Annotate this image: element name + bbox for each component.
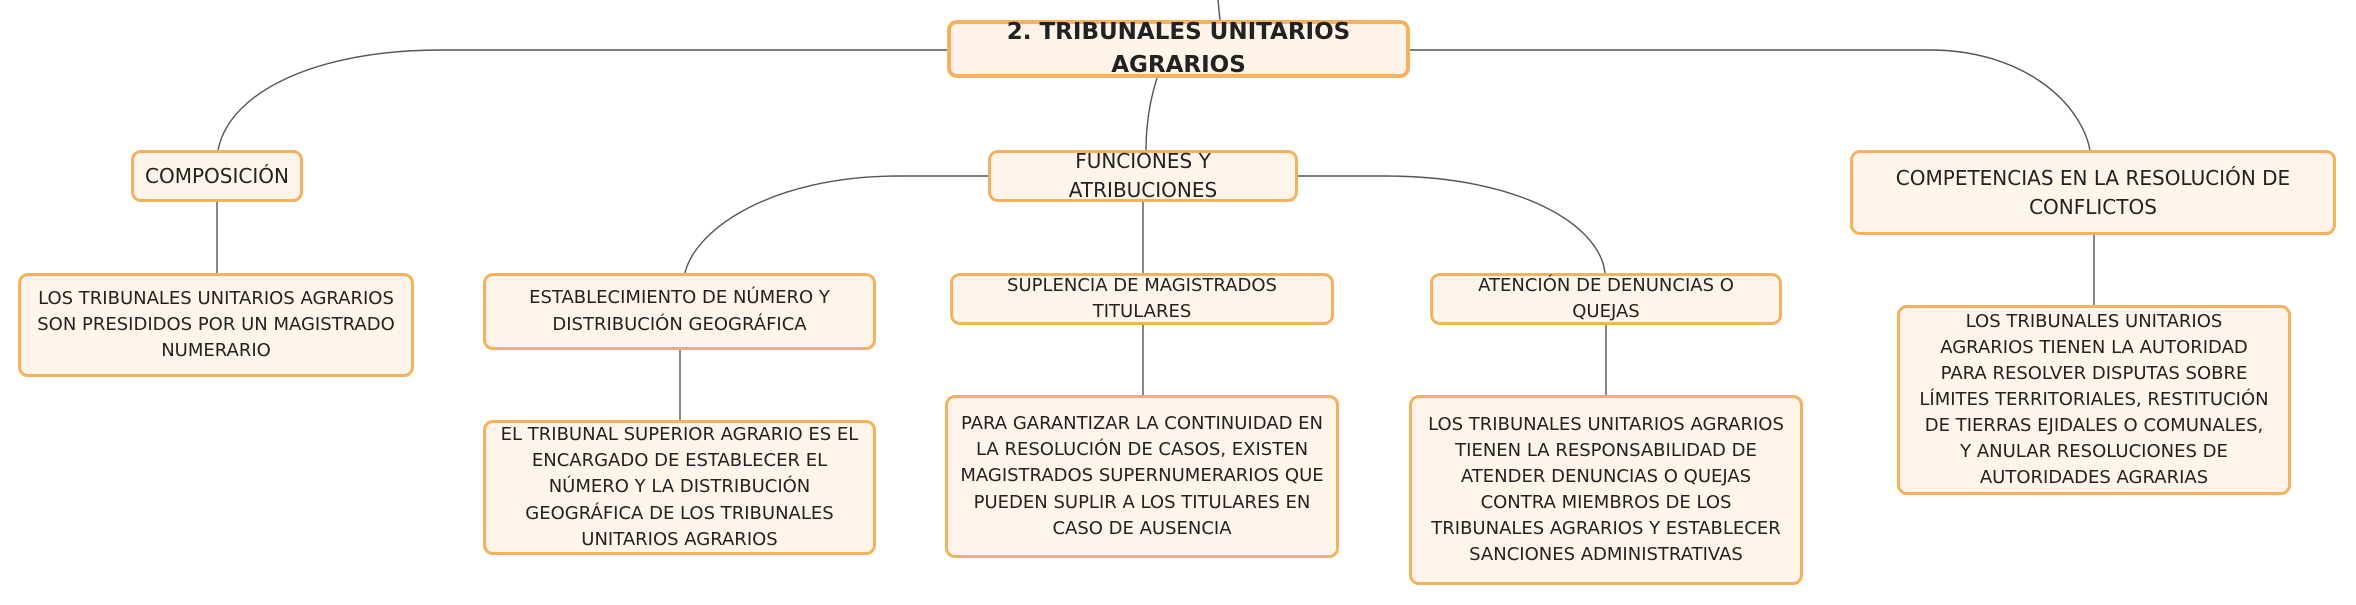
node-composicion[interactable]: COMPOSICIÓN	[131, 150, 303, 202]
root-label: 2. TRIBUNALES UNITARIOS AGRARIOS	[1006, 18, 1351, 78]
detail-composicion[interactable]: LOS TRIBUNALES UNITARIOS AGRARIOS SON PR…	[18, 273, 414, 377]
link-root-funciones	[1145, 77, 1158, 151]
node-atencion-label: ATENCIÓN DE DENUNCIAS O QUEJAS	[1478, 274, 1734, 322]
detail-competencias[interactable]: LOS TRIBUNALES UNITARIOS AGRARIOS TIENEN…	[1897, 305, 2291, 495]
detail-suplencia[interactable]: PARA GARANTIZAR LA CONTINUIDAD EN LA RES…	[945, 395, 1339, 558]
node-funciones[interactable]: FUNCIONES Y ATRIBUCIONES	[988, 149, 1298, 202]
root-node[interactable]: 2. TRIBUNALES UNITARIOS AGRARIOS	[947, 19, 1410, 78]
detail-suplencia-text: PARA GARANTIZAR LA CONTINUIDAD EN LA RES…	[960, 413, 1324, 539]
node-establecimiento-label: ESTABLECIMIENTO DE NÚMERO Y DISTRIBUCIÓN…	[529, 287, 830, 335]
detail-establecimiento[interactable]: EL TRIBUNAL SUPERIOR AGRARIO ES EL ENCAR…	[483, 420, 876, 555]
node-competencias-label: COMPETENCIAS EN LA RESOLUCIÓN DE CONFLIC…	[1895, 165, 2291, 219]
link-funciones-atencion	[1298, 175, 1606, 274]
node-funciones-label: FUNCIONES Y ATRIBUCIONES	[1068, 149, 1218, 202]
detail-establecimiento-text: EL TRIBUNAL SUPERIOR AGRARIO ES EL ENCAR…	[500, 424, 859, 550]
link-funciones-establecimiento	[684, 175, 988, 274]
node-establecimiento[interactable]: ESTABLECIMIENTO DE NÚMERO Y DISTRIBUCIÓN…	[483, 273, 876, 350]
node-composicion-label: COMPOSICIÓN	[145, 163, 289, 188]
link-root-composicion	[217, 49, 948, 151]
node-competencias[interactable]: COMPETENCIAS EN LA RESOLUCIÓN DE CONFLIC…	[1850, 150, 2336, 235]
detail-atencion[interactable]: LOS TRIBUNALES UNITARIOS AGRARIOS TIENEN…	[1409, 395, 1803, 585]
link-root-competencias	[1410, 49, 2091, 151]
detail-atencion-text: LOS TRIBUNALES UNITARIOS AGRARIOS TIENEN…	[1428, 413, 1784, 566]
detail-composicion-text: LOS TRIBUNALES UNITARIOS AGRARIOS SON PR…	[37, 287, 395, 362]
detail-competencias-text: LOS TRIBUNALES UNITARIOS AGRARIOS TIENEN…	[1919, 310, 2269, 489]
node-atencion[interactable]: ATENCIÓN DE DENUNCIAS O QUEJAS	[1430, 273, 1782, 325]
link-root-parent	[1217, 0, 1221, 21]
node-suplencia-label: SUPLENCIA DE MAGISTRADOS TITULARES	[1007, 274, 1277, 322]
node-suplencia[interactable]: SUPLENCIA DE MAGISTRADOS TITULARES	[950, 273, 1334, 325]
